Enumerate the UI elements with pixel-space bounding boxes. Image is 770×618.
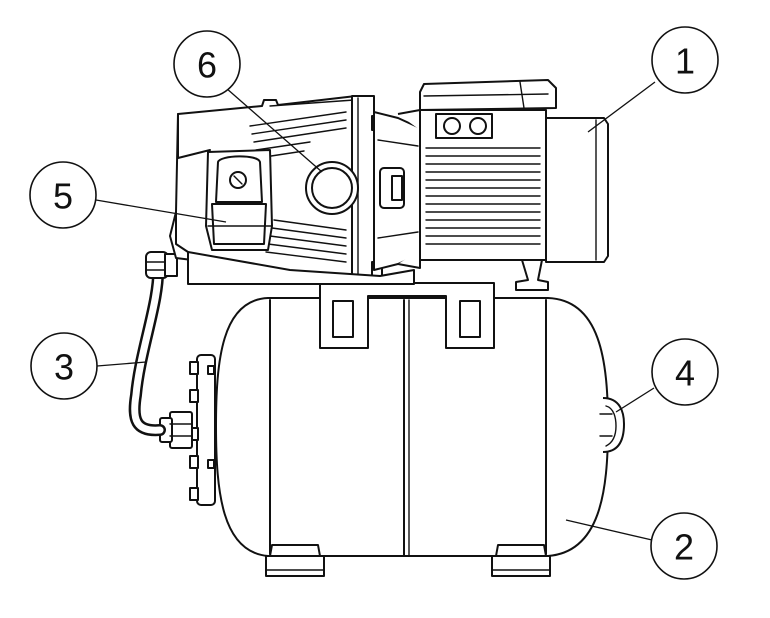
motor-fan-cover	[545, 117, 609, 263]
callout-5-label: 5	[53, 176, 73, 217]
callout-6-label: 6	[197, 45, 217, 86]
pressure-switch	[205, 149, 273, 251]
pressure-tank	[215, 297, 609, 577]
mounting-bracket	[319, 282, 495, 349]
tank-foot-left	[265, 544, 325, 577]
callout-3: 3	[30, 332, 147, 400]
motor	[419, 79, 557, 291]
pump-inlet	[305, 161, 359, 215]
callout-2-label: 2	[674, 527, 694, 568]
callout-5: 5	[29, 161, 227, 229]
tank-flange	[159, 354, 216, 506]
callout-4-label: 4	[675, 353, 695, 394]
callout-3-label: 3	[54, 347, 74, 388]
flexible-hose	[128, 251, 178, 437]
callout-4: 4	[615, 338, 719, 413]
air-valve-cap	[599, 397, 625, 453]
callout-6: 6	[173, 30, 323, 173]
callout-1: 1	[587, 26, 719, 133]
tank-foot-right	[491, 544, 551, 577]
callout-1-label: 1	[675, 41, 695, 82]
motor-adapter	[373, 109, 421, 271]
callout-2: 2	[565, 512, 718, 580]
